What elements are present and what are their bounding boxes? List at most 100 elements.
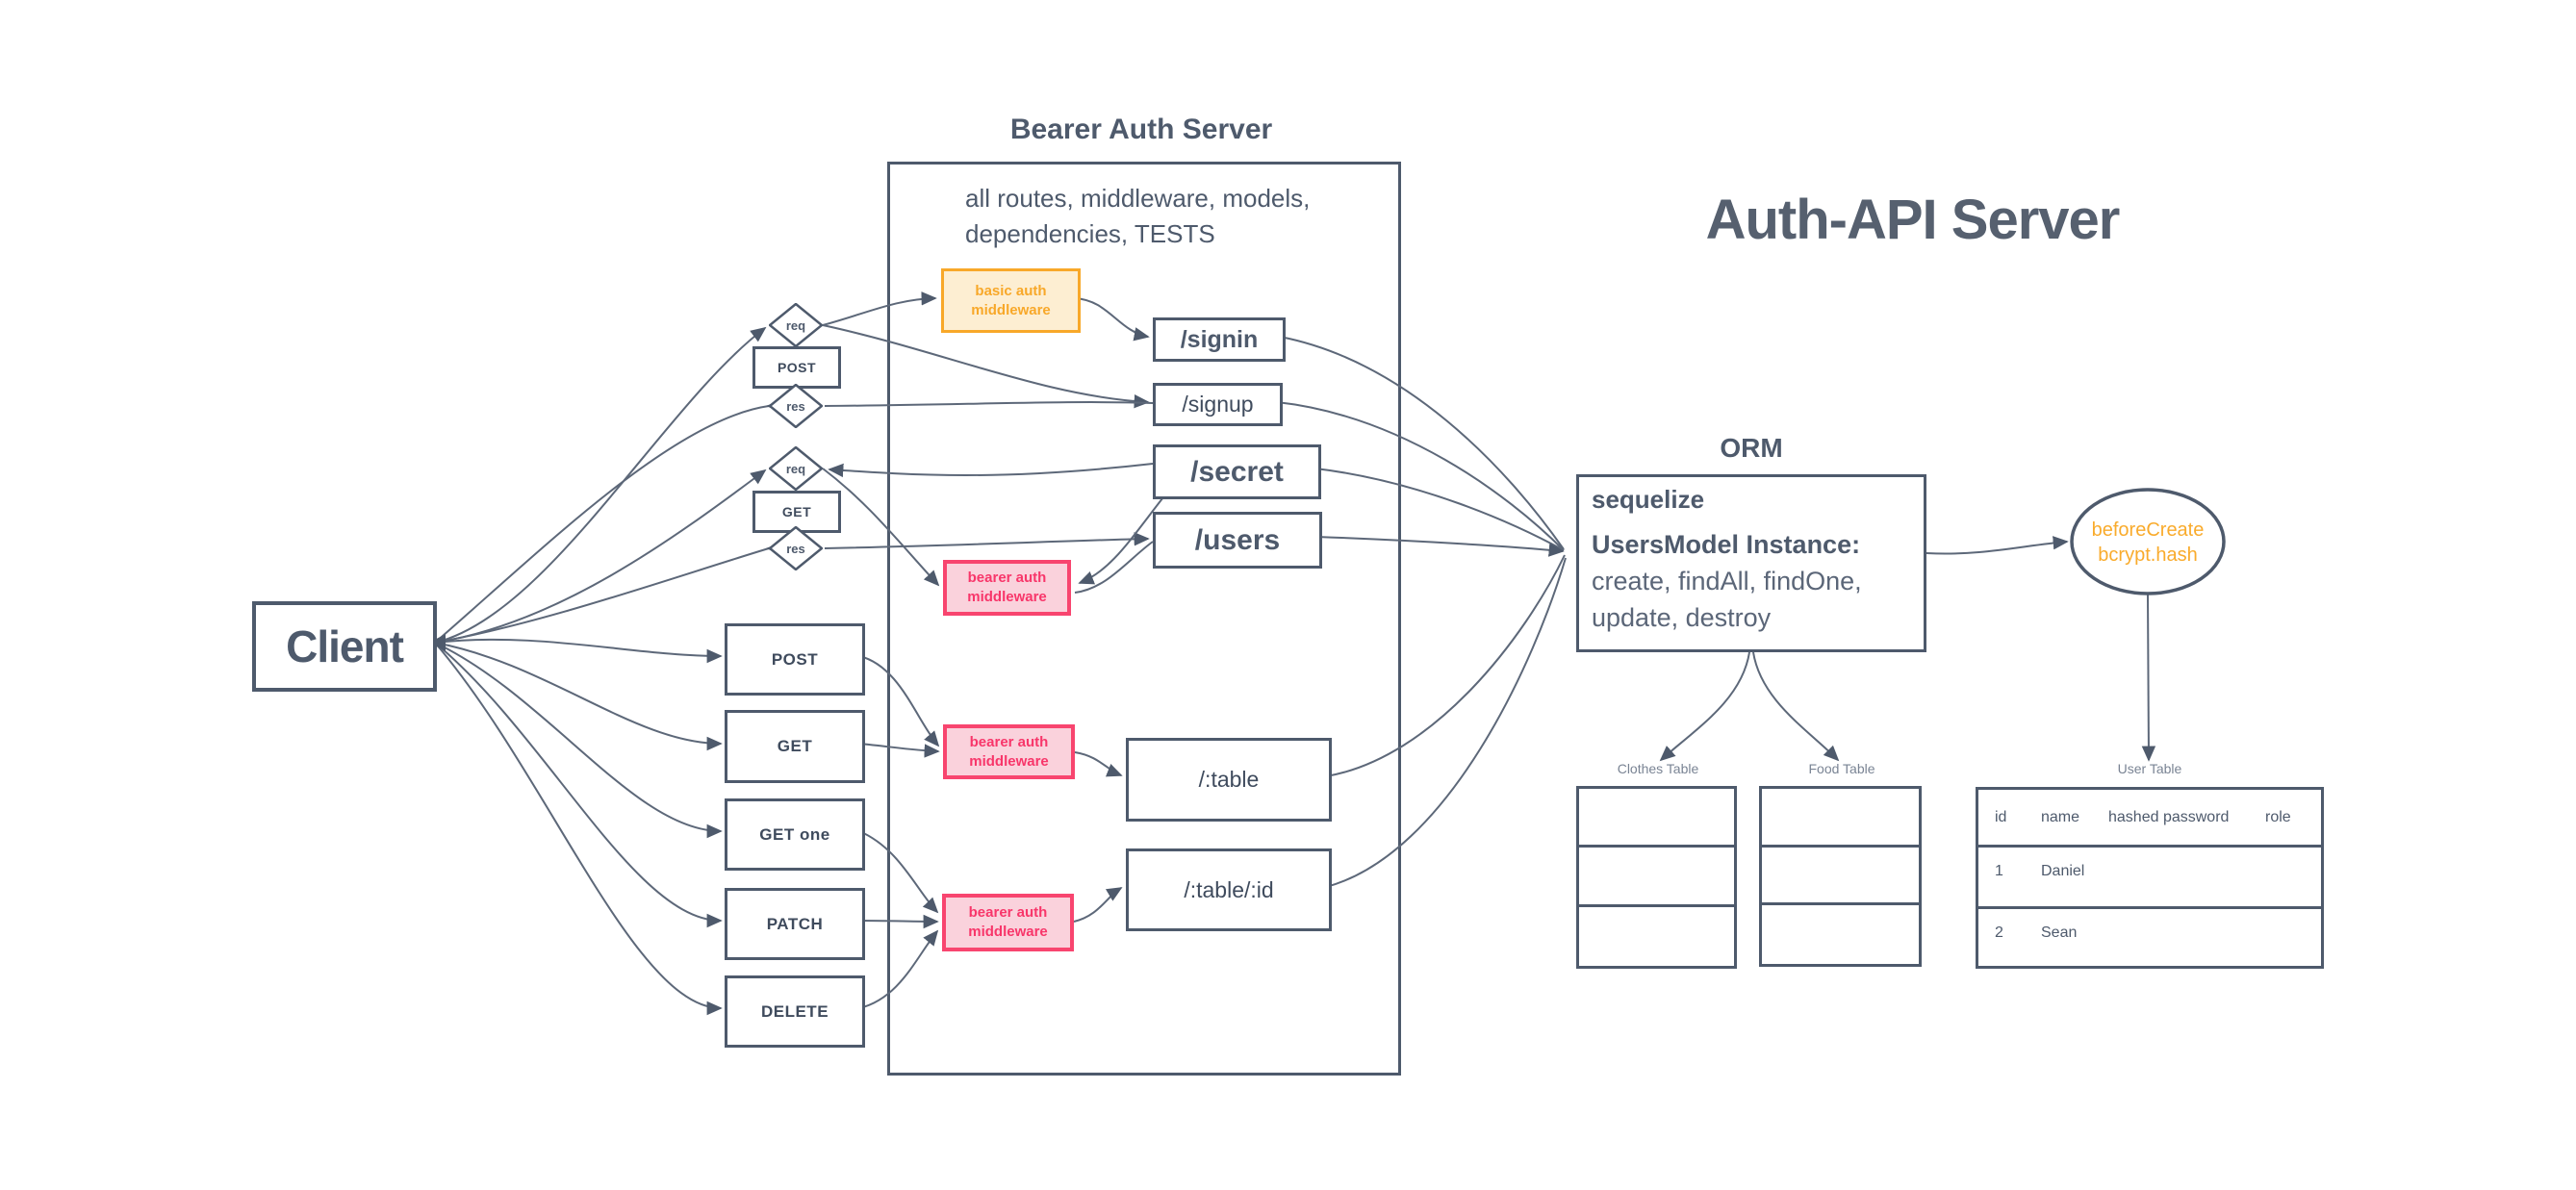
edge-patch-bearer3 <box>858 914 939 929</box>
res-label: res <box>786 398 805 414</box>
header-id: id <box>1995 808 2007 825</box>
method-get-one: GET one <box>725 798 865 871</box>
edge-secret-reqget <box>828 463 1154 478</box>
table-id-route-label: /:table/:id <box>1184 876 1274 902</box>
cell-name: Sean <box>2041 924 2078 941</box>
table-row <box>1579 907 1734 966</box>
method-post: POST <box>725 623 865 696</box>
edge-post-bearer2 <box>858 655 940 747</box>
req-diamond-post: req <box>769 303 823 347</box>
route-signup: /signup <box>1153 383 1283 426</box>
edge-bearer3-tableid <box>1073 887 1123 923</box>
table-row <box>1762 848 1919 906</box>
table-row <box>1762 905 1919 964</box>
user-table-label: User Table <box>2117 761 2182 776</box>
edge-secret-seq <box>1314 468 1565 551</box>
edge-respost-signup <box>824 401 1154 407</box>
edge-reqpost-signup <box>822 324 1150 409</box>
edge-users-seq <box>1315 536 1565 557</box>
orm-label: ORM <box>1720 433 1783 463</box>
table-row <box>1579 848 1734 907</box>
bearer-auth-line1: bearer auth <box>969 733 1049 750</box>
page-title: Auth-API Server <box>1705 189 2121 251</box>
edge-client-patch <box>434 642 723 928</box>
bearer-auth-line1: bearer auth <box>968 904 1048 921</box>
edge-hook-usertable <box>2141 594 2156 762</box>
header-hashed-password: hashed password <box>2108 808 2230 825</box>
route-signin: /signin <box>1153 317 1286 362</box>
get-one-label: GET one <box>759 824 830 844</box>
hook-line-1: beforeCreate <box>2091 519 2205 541</box>
edge-reqget-bearer1 <box>822 468 940 587</box>
post-small-label: POST <box>777 360 817 375</box>
route-table: /:table <box>1126 738 1332 822</box>
edge-seq-food <box>1752 651 1840 762</box>
cell-id: 2 <box>1995 924 2003 941</box>
res-diamond-get: res <box>769 526 823 570</box>
food-table-label: Food Table <box>1808 761 1875 776</box>
edge-seq-hook <box>1926 536 2069 555</box>
orm-methods-line-2: update, destroy <box>1592 603 1772 632</box>
client-node: Client <box>252 601 437 692</box>
edge-seq-clothes <box>1659 651 1750 762</box>
post-label: POST <box>771 649 819 669</box>
before-create-ellipse <box>2070 488 2226 595</box>
req-diamond-get: req <box>769 446 823 491</box>
basic-auth-middleware-node: basic auth middleware <box>941 268 1081 333</box>
method-delete: DELETE <box>725 975 865 1048</box>
edge-get-bearer2 <box>858 743 940 758</box>
edge-client-delete <box>434 642 723 1016</box>
get-small-node: GET <box>752 491 841 533</box>
edge-res-post-client <box>434 405 770 644</box>
orm-methods-line-1: create, findAll, findOne, <box>1592 567 1862 595</box>
edge-reqpost-basicauth <box>822 291 937 326</box>
edge-getone-bearer3 <box>858 830 939 914</box>
basic-auth-line2: middleware <box>971 301 1051 318</box>
post-small-node: POST <box>752 346 841 389</box>
clothes-table-label: Clothes Table <box>1617 761 1699 776</box>
edge-resget-users <box>824 532 1150 549</box>
sequelize-box: sequelize UsersModel Instance: create, f… <box>1576 474 1926 652</box>
edge-client-get <box>434 642 723 751</box>
bearer-auth-middleware-node-1: bearer auth middleware <box>943 560 1071 616</box>
route-users: /users <box>1153 512 1322 569</box>
table-route-label: /:table <box>1198 767 1260 792</box>
method-patch: PATCH <box>725 888 865 960</box>
clothes-table <box>1576 786 1737 969</box>
arrowhead-into-client <box>429 634 446 651</box>
route-table-id: /:table/:id <box>1126 848 1332 931</box>
res-diamond-post: res <box>769 384 823 428</box>
sequelize-label: sequelize <box>1592 485 1705 514</box>
users-label: /users <box>1194 523 1281 556</box>
req-label: req <box>785 461 806 476</box>
bearer-auth-line2: middleware <box>967 589 1047 605</box>
diamond-shape <box>769 446 823 491</box>
patch-label: PATCH <box>766 914 824 933</box>
get-label: GET <box>777 737 813 755</box>
bearer-auth-server-title: Bearer Auth Server <box>1009 114 1273 145</box>
bearer-auth-middleware-node-3: bearer auth middleware <box>942 894 1074 951</box>
users-model-title: UsersModel Instance: <box>1592 530 1861 559</box>
diamond-shape <box>769 526 823 570</box>
edge-res-get-client <box>434 547 770 644</box>
bearer-auth-server-box <box>887 162 1401 1076</box>
cell-id: 1 <box>1995 863 2003 879</box>
method-get: GET <box>725 710 865 783</box>
table-row <box>1579 789 1734 848</box>
client-label: Client <box>286 621 404 671</box>
edge-tableid-seq <box>1325 557 1567 888</box>
before-create-hook-text: beforeCreate bcrypt.hash <box>2076 518 2220 568</box>
delete-label: DELETE <box>760 1001 829 1021</box>
edge-bearer1-users <box>1074 541 1154 594</box>
hook-line-2: bcrypt.hash <box>2098 544 2198 566</box>
signin-label: /signin <box>1180 325 1259 353</box>
bearer-auth-line2: middleware <box>969 752 1049 770</box>
diamond-shape <box>769 384 823 428</box>
description-line-1: all routes, middleware, models, <box>965 184 1311 213</box>
secret-label: /secret <box>1190 455 1284 488</box>
edge-delete-bearer3 <box>858 929 939 1009</box>
basic-auth-line1: basic auth <box>975 282 1047 299</box>
header-name: name <box>2041 808 2080 825</box>
